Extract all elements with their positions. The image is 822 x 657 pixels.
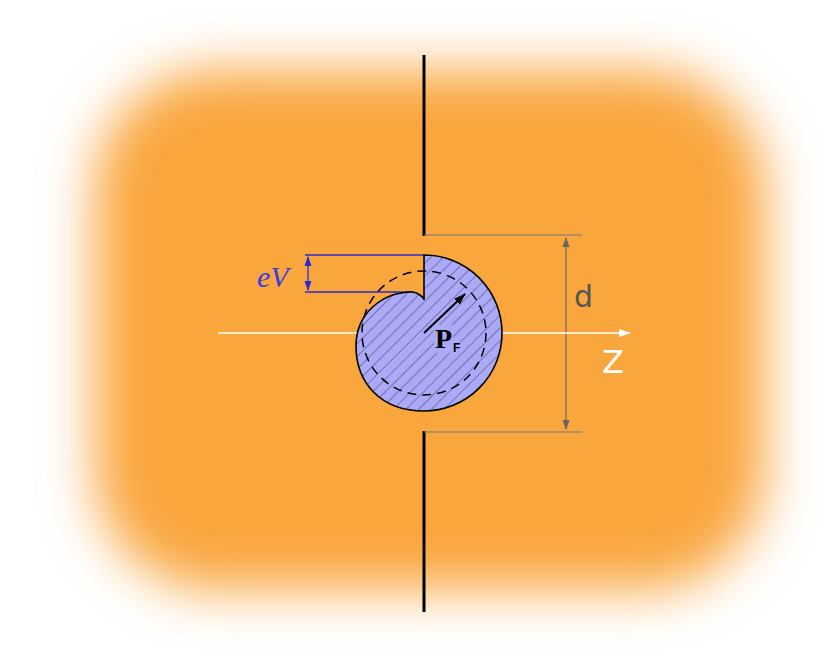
energy-label: eV bbox=[257, 262, 289, 292]
wall bbox=[423, 55, 426, 236]
axis-label: Z bbox=[602, 346, 624, 378]
metal-ground bbox=[95, 70, 765, 590]
energy-level bbox=[305, 291, 413, 292]
fermi-sphere bbox=[362, 271, 486, 395]
dimension-label: d bbox=[574, 282, 593, 312]
energy-level bbox=[305, 254, 424, 255]
fermi-shape bbox=[356, 255, 502, 411]
extension-line bbox=[424, 431, 582, 432]
momentum-subscript: F bbox=[452, 342, 461, 354]
energy-arrow bbox=[307, 257, 308, 290]
momentum-label: P bbox=[434, 325, 453, 353]
extension-line bbox=[424, 234, 582, 235]
wall bbox=[423, 431, 426, 612]
